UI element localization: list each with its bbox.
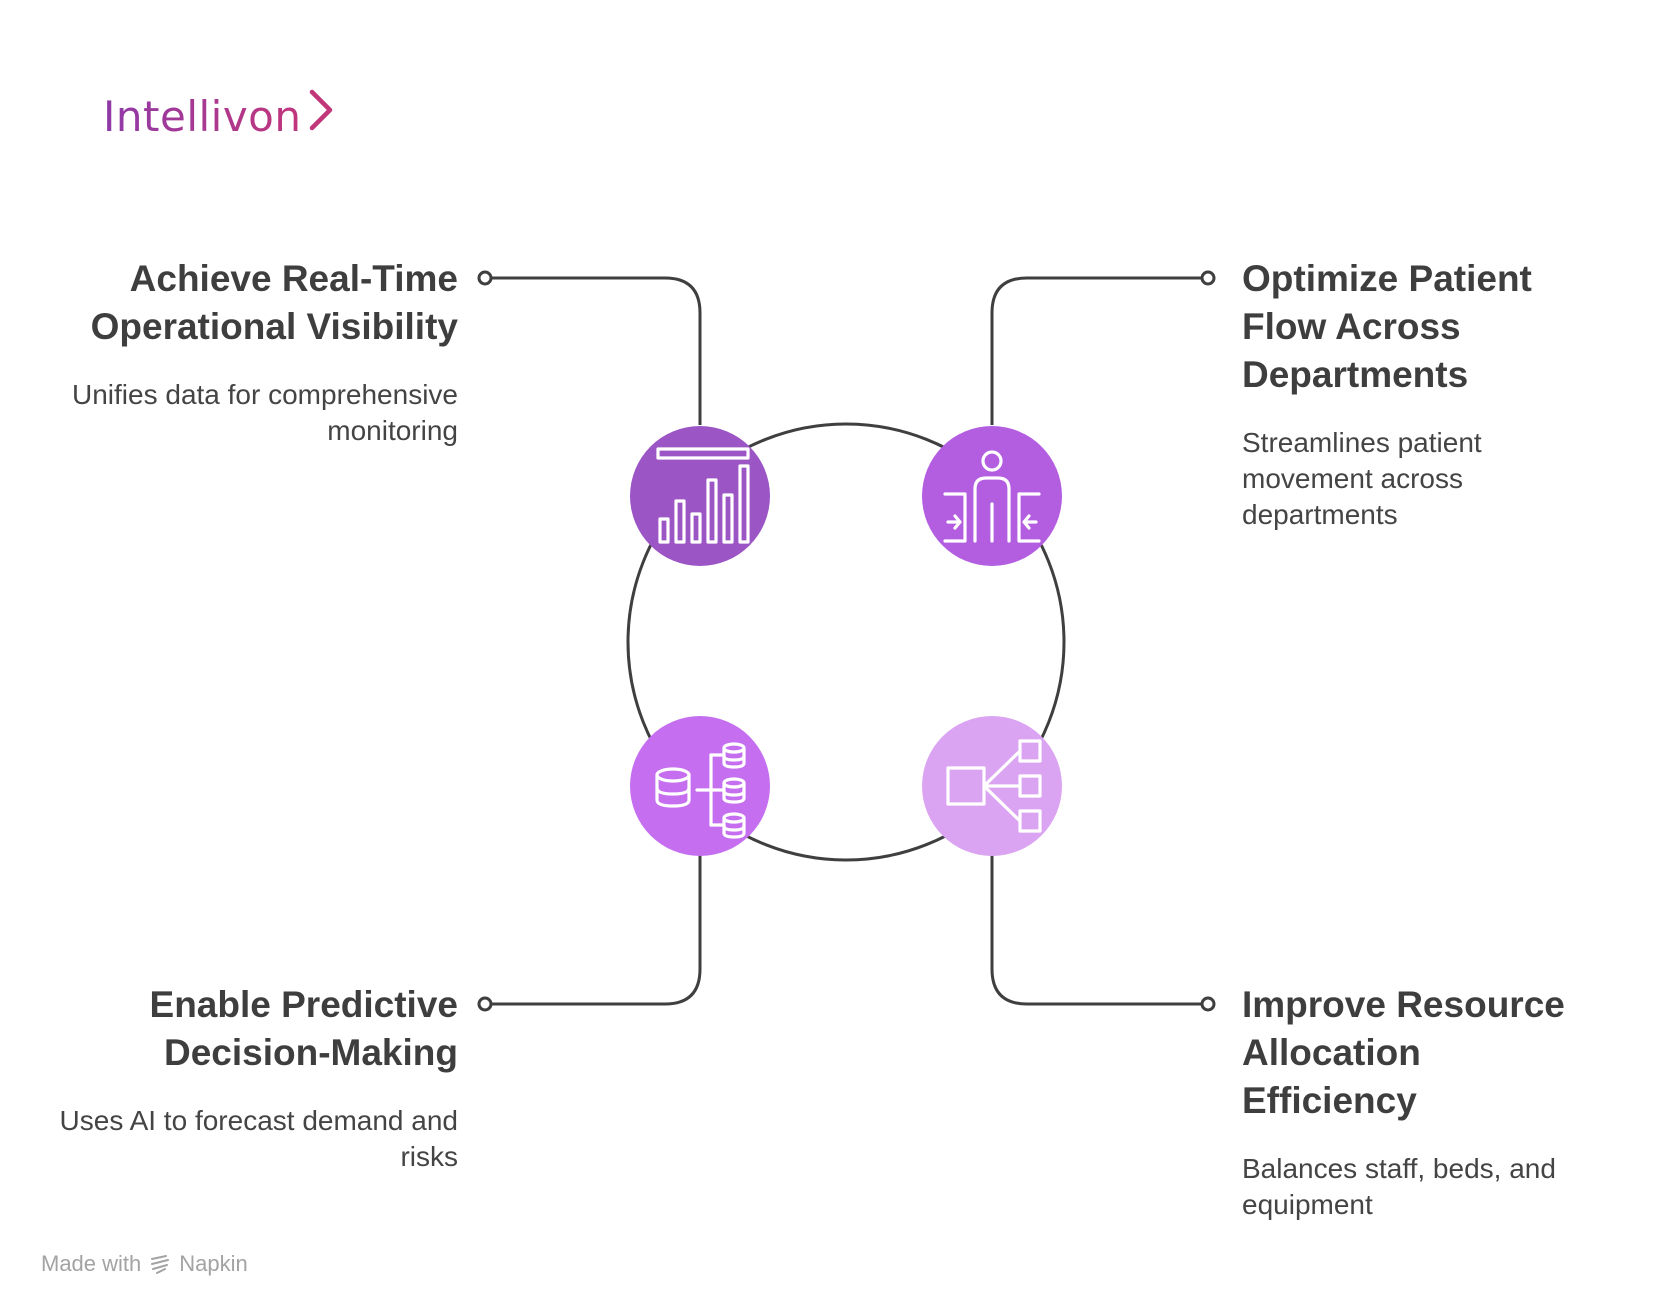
connector-dot-top-left <box>477 270 493 286</box>
napkin-logo-icon <box>151 1255 170 1274</box>
connector-top-right <box>990 276 1203 425</box>
item-title: Optimize Patient Flow Across Departments <box>1242 258 1532 395</box>
patient-flow-icon <box>943 450 1041 543</box>
bar-chart-icon <box>656 447 750 544</box>
node-circle-2 <box>922 426 1062 566</box>
napkin-label: Napkin <box>179 1251 248 1276</box>
connector-top-left <box>490 276 702 425</box>
item-title: Achieve Real-Time Operational Visibility <box>90 258 458 347</box>
database-hierarchy-icon <box>655 742 746 839</box>
connector-bottom-left <box>490 855 702 1006</box>
central-ring <box>626 422 1066 862</box>
made-with-label: Made with <box>41 1251 142 1276</box>
chevron-right-icon <box>309 89 332 131</box>
item-block-3: Enable Predictive Decision-Making Uses A… <box>58 981 458 1175</box>
brand-name: Intellivon <box>103 92 302 141</box>
connector-dot-bottom-left <box>477 996 493 1012</box>
footer-credit: Made with Napkin <box>41 1251 248 1277</box>
item-block-2: Optimize Patient Flow Across Departments… <box>1242 255 1572 533</box>
connector-dot-top-right <box>1200 270 1216 286</box>
distribution-network-icon <box>946 739 1042 833</box>
item-description: Uses AI to forecast demand and risks <box>59 1105 458 1172</box>
item-description: Unifies data for comprehensive monitorin… <box>72 379 458 446</box>
node-circle-1 <box>630 426 770 566</box>
item-description: Streamlines patient movement across depa… <box>1242 427 1482 530</box>
brand-logo: Intellivon <box>103 89 332 141</box>
item-title: Enable Predictive Decision-Making <box>149 984 458 1073</box>
connector-bottom-right <box>990 855 1203 1006</box>
item-block-1: Achieve Real-Time Operational Visibility… <box>58 255 458 449</box>
node-circle-3 <box>630 716 770 856</box>
connector-dot-bottom-right <box>1200 996 1216 1012</box>
item-block-4: Improve Resource Allocation Efficiency B… <box>1242 981 1602 1223</box>
item-description: Balances staff, beds, and equipment <box>1242 1153 1556 1220</box>
item-title: Improve Resource Allocation Efficiency <box>1242 984 1565 1121</box>
